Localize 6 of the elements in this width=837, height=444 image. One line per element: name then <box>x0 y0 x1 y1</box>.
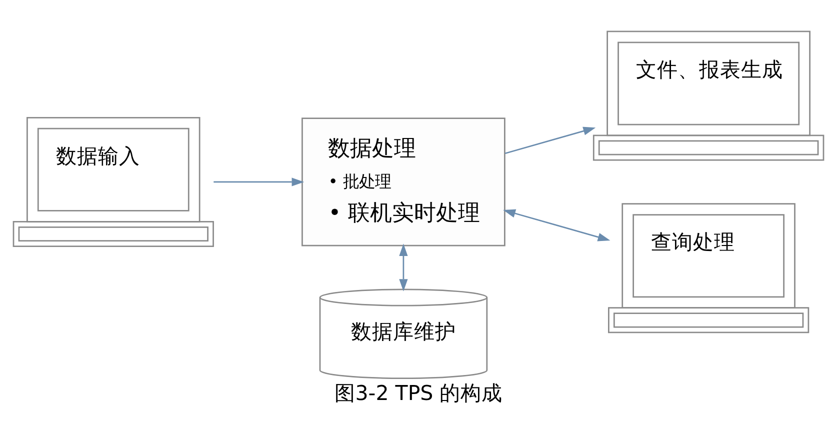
arrow <box>399 244 408 292</box>
caption: 图3-2 TPS 的构成 <box>334 381 503 406</box>
arrow <box>503 209 610 242</box>
arrow <box>214 178 304 186</box>
node-box: 数据处理 • 批处理 • 联机实时处理 <box>302 118 506 246</box>
arrow <box>504 126 596 154</box>
